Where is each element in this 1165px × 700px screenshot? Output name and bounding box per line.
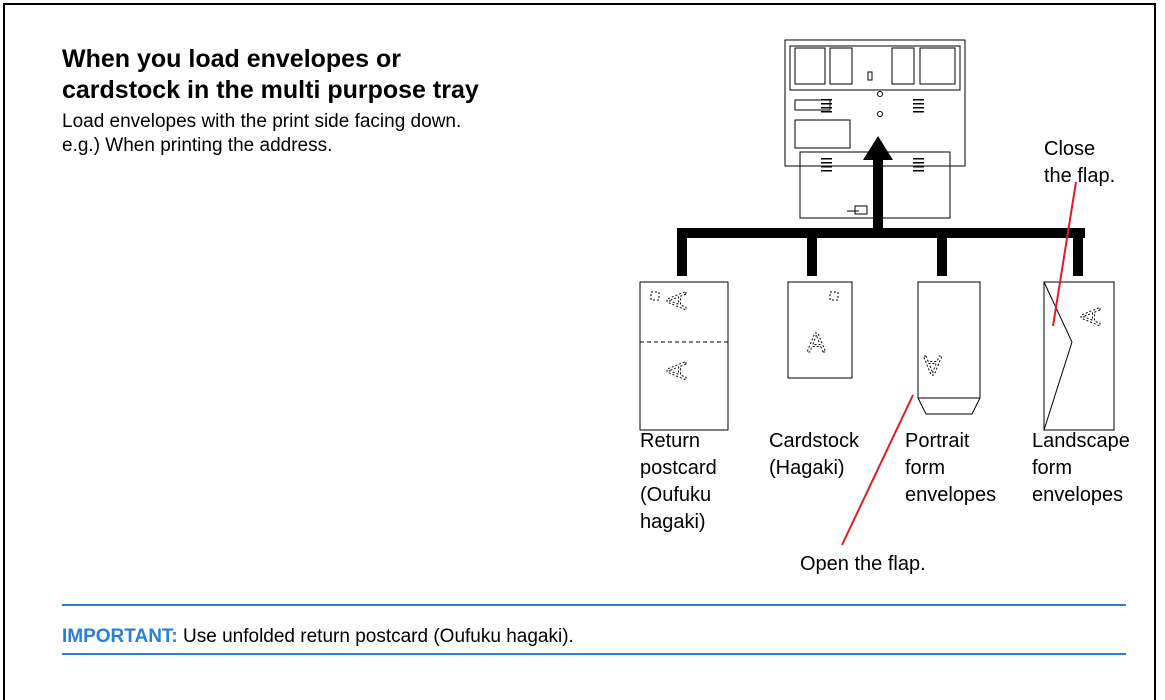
intro-line-2: e.g.) When printing the address. bbox=[62, 135, 333, 156]
svg-text:A: A bbox=[923, 350, 942, 381]
return-postcard-label: Return postcard (Oufuku hagaki) bbox=[640, 430, 717, 533]
feed-direction-arrow bbox=[677, 136, 1085, 276]
landscape-envelope-label: Landscape form envelopes bbox=[1032, 430, 1130, 506]
important-text: Use unfolded return postcard (Oufuku hag… bbox=[177, 626, 574, 647]
svg-text:A: A bbox=[807, 327, 826, 358]
cardstock-card: A bbox=[787, 281, 853, 379]
cardstock-label: Cardstock (Hagaki) bbox=[769, 430, 860, 479]
svg-text:A: A bbox=[661, 361, 692, 380]
return-postcard-card: A A bbox=[639, 281, 729, 431]
close-flap-callout-line bbox=[1052, 181, 1077, 327]
portrait-envelope-label: Portrait form envelopes bbox=[905, 430, 997, 506]
intro-line-1: Load envelopes with the print side facin… bbox=[62, 111, 462, 132]
svg-text:A: A bbox=[1075, 307, 1106, 326]
open-flap-label: Open the flap. bbox=[800, 553, 926, 575]
important-bottom-rule bbox=[62, 653, 1126, 655]
open-flap-callout-line bbox=[841, 394, 914, 546]
tray-vent-marks bbox=[821, 99, 924, 172]
important-tag: IMPORTANT: bbox=[62, 626, 178, 647]
portrait-envelope: A bbox=[917, 281, 981, 415]
section-heading: When you load envelopes or cardstock in … bbox=[62, 45, 479, 104]
svg-text:A: A bbox=[661, 291, 692, 310]
important-top-rule bbox=[62, 604, 1126, 606]
page-frame bbox=[3, 3, 1156, 700]
landscape-envelope: A bbox=[1043, 281, 1115, 431]
important-note: IMPORTANT: Use unfolded return postcard … bbox=[62, 625, 574, 649]
